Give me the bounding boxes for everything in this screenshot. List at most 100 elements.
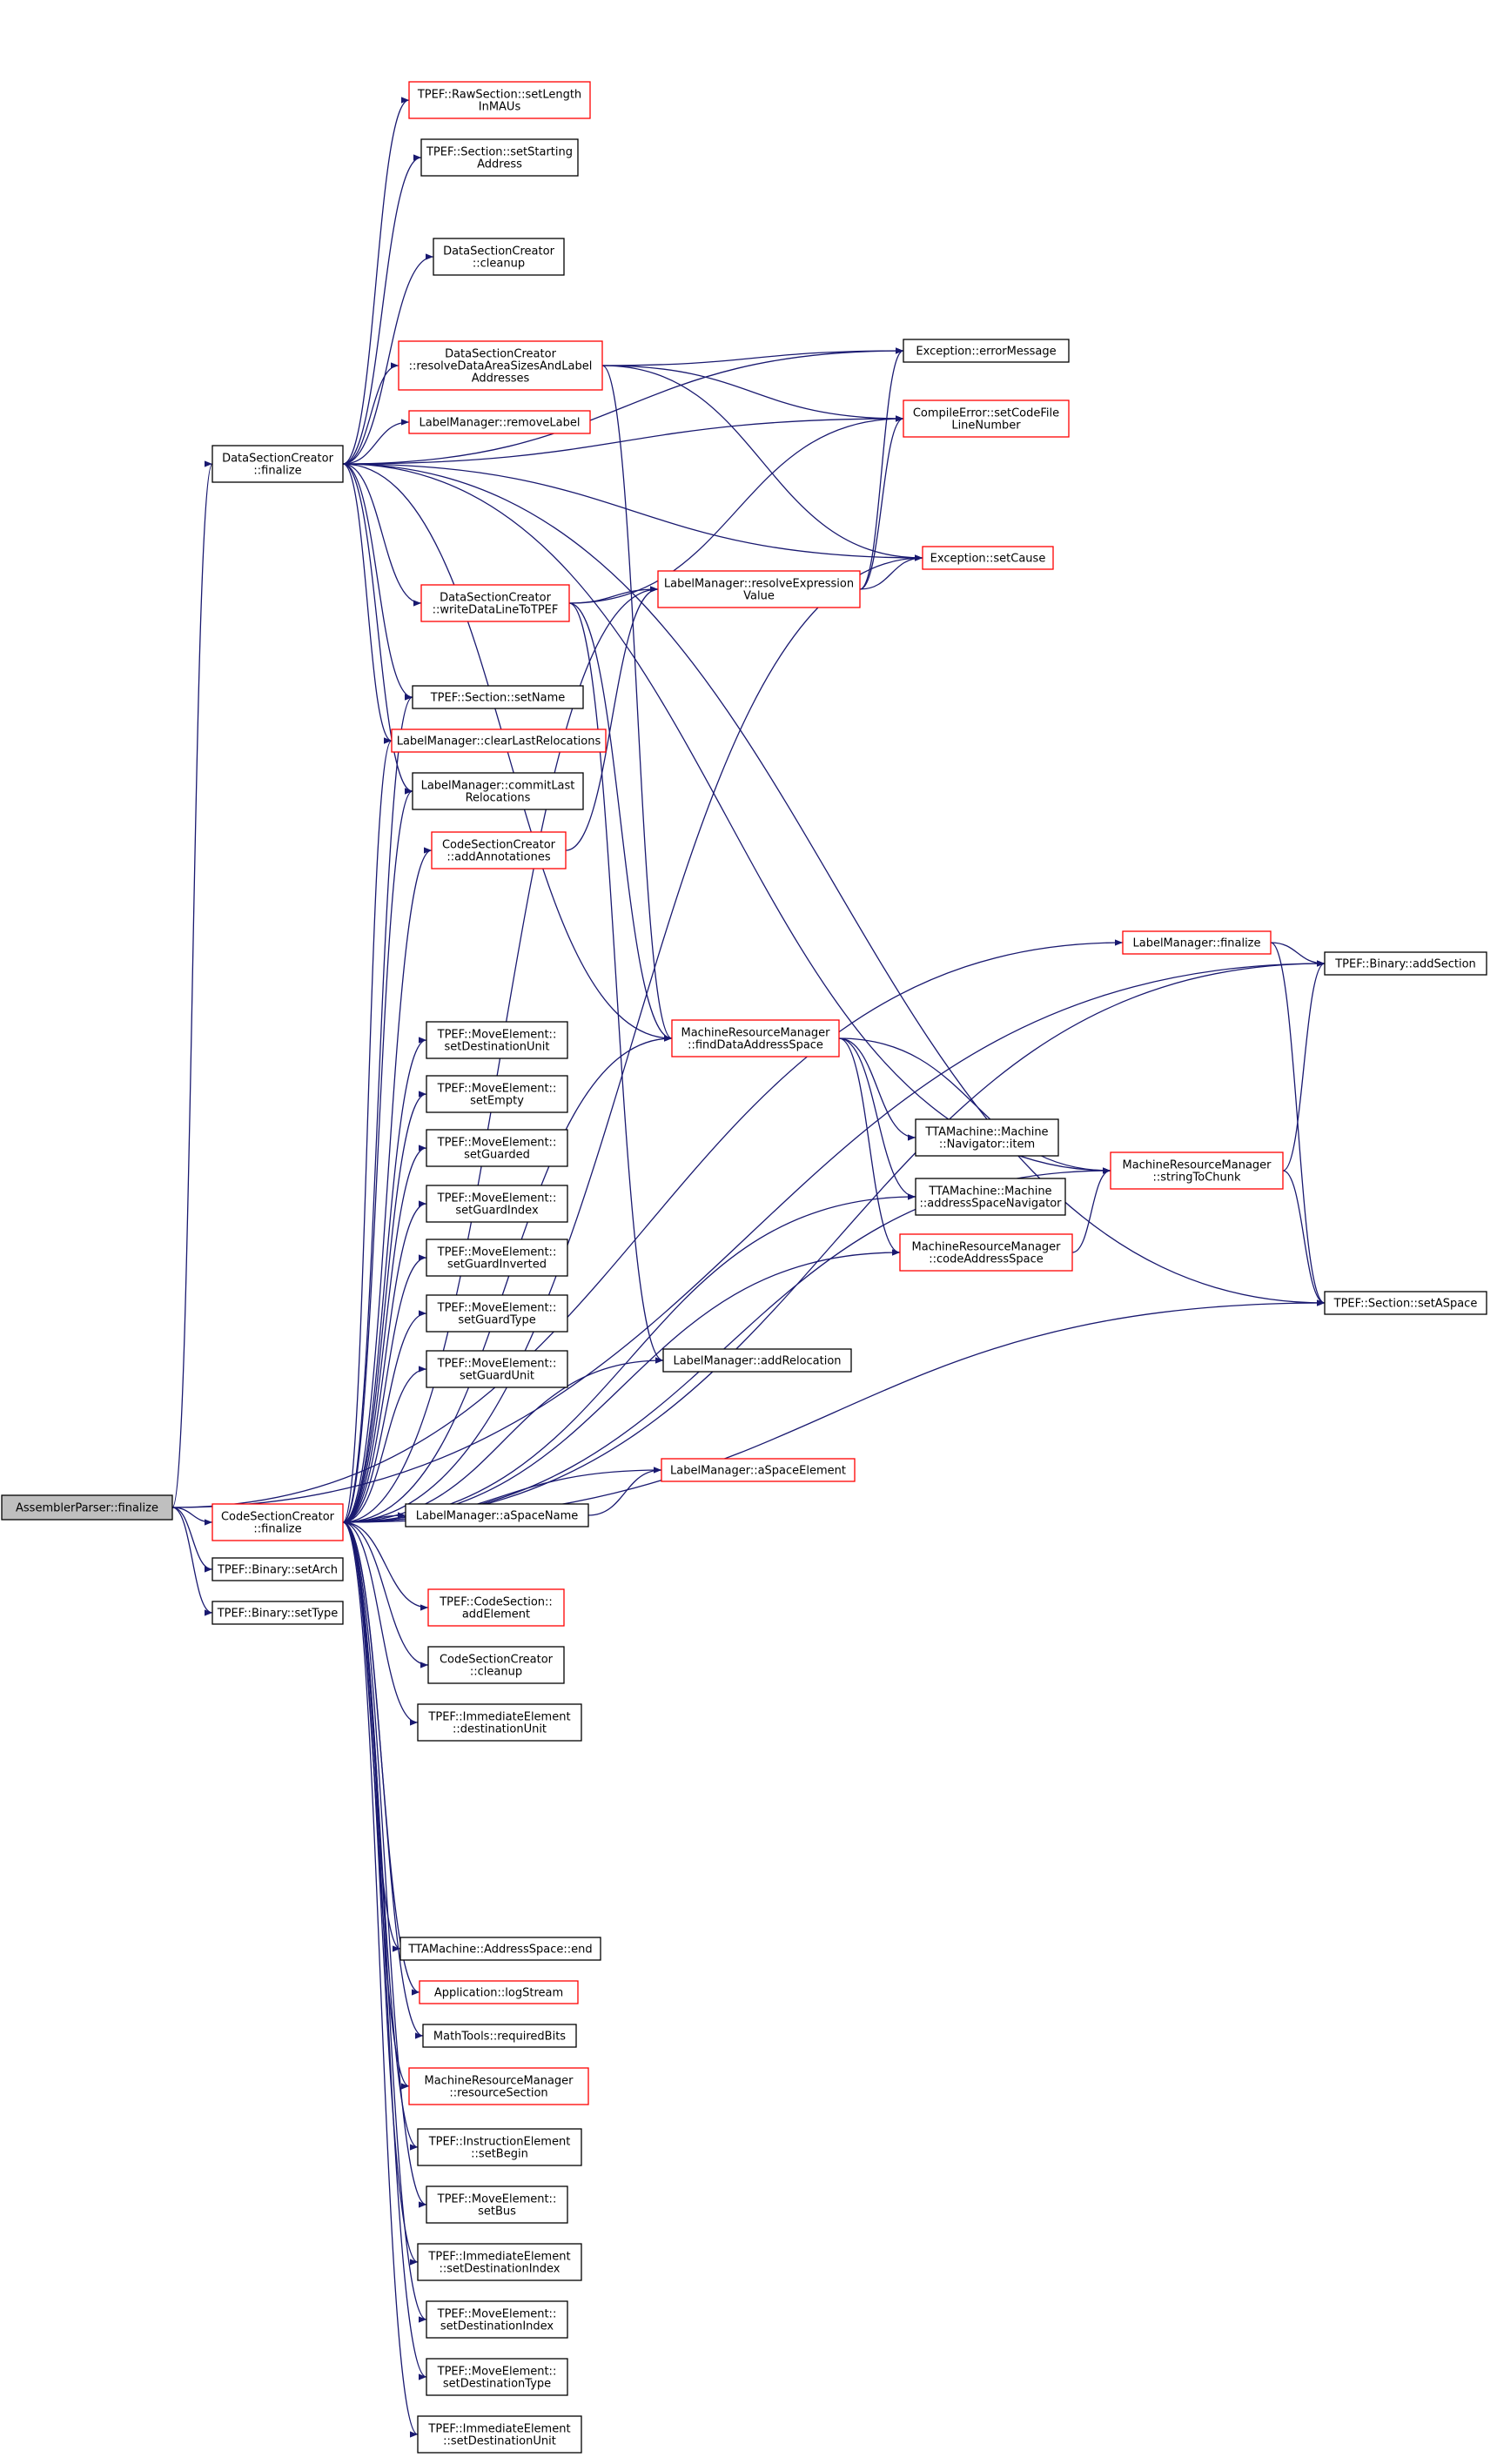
node-label: CompileError::setCodeFile bbox=[913, 407, 1059, 420]
edge-strChunk-to-setASpace bbox=[1282, 1170, 1326, 1306]
edge-resolveExpr-to-errMsg bbox=[859, 347, 904, 590]
edge-csc_fin-to-clearReloc bbox=[342, 737, 393, 1523]
node-me_gUnit[interactable]: TPEF::MoveElement::setGuardUnit bbox=[426, 1350, 568, 1388]
node-label: LabelManager::aSpaceName bbox=[416, 1510, 579, 1523]
node-lm_fin[interactable]: LabelManager::finalize bbox=[1122, 930, 1272, 955]
node-strChunk[interactable]: MachineResourceManager::stringToChunk bbox=[1110, 1151, 1284, 1190]
node-dsc_clean[interactable]: DataSectionCreator::cleanup bbox=[433, 238, 565, 276]
node-aSpaceEl[interactable]: LabelManager::aSpaceElement bbox=[661, 1458, 856, 1482]
node-me_destIdx[interactable]: TPEF::MoveElement::setDestinationIndex bbox=[426, 2300, 568, 2339]
node-me_destUnit[interactable]: TPEF::MoveElement::setDestinationUnit bbox=[426, 1021, 568, 1059]
node-logStream[interactable]: Application::logStream bbox=[419, 1980, 579, 2004]
node-setArch[interactable]: TPEF::Binary::setArch bbox=[211, 1557, 344, 1581]
node-label: LabelManager::removeLabel bbox=[419, 417, 580, 430]
edge-csc_fin-to-csc_clean bbox=[342, 1521, 429, 1668]
node-label: DataSectionCreator bbox=[222, 453, 333, 466]
node-setCause[interactable]: Exception::setCause bbox=[922, 546, 1054, 570]
edge-dsc_fin-to-commitReloc bbox=[342, 463, 413, 795]
node-aSpaceName[interactable]: LabelManager::aSpaceName bbox=[405, 1503, 589, 1527]
edge-csc_fin-to-ie_setDestUnit bbox=[342, 1521, 419, 2438]
node-setASpace[interactable]: TPEF::Section::setASpace bbox=[1324, 1291, 1487, 1315]
node-box bbox=[420, 584, 570, 622]
node-asNav[interactable]: TTAMachine::Machine::addressSpaceNavigat… bbox=[915, 1178, 1066, 1216]
node-resolveData[interactable]: DataSectionCreator::resolveDataAreaSizes… bbox=[398, 340, 603, 391]
node-label: setGuardType bbox=[458, 1314, 535, 1327]
edge-csc_fin-to-me_gIdx bbox=[342, 1200, 427, 1523]
node-me_guarded[interactable]: TPEF::MoveElement::setGuarded bbox=[426, 1129, 568, 1167]
node-box bbox=[915, 1178, 1066, 1216]
node-codeAS[interactable]: MachineResourceManager::codeAddressSpace bbox=[899, 1233, 1073, 1272]
node-me_setBus[interactable]: TPEF::MoveElement::setBus bbox=[426, 2185, 568, 2224]
node-box bbox=[417, 1703, 582, 1742]
node-me_gInv[interactable]: TPEF::MoveElement::setGuardInverted bbox=[426, 1239, 568, 1277]
node-label: MachineResourceManager bbox=[424, 2075, 574, 2088]
edge-csc_fin-to-me_guarded bbox=[342, 1145, 427, 1523]
node-writeData[interactable]: DataSectionCreator::writeDataLineToTPEF bbox=[420, 584, 570, 622]
node-label: TPEF::Binary::setType bbox=[217, 1608, 339, 1621]
node-label: Exception::setCause bbox=[930, 553, 1046, 566]
node-label: TPEF::MoveElement:: bbox=[437, 2366, 557, 2379]
edge-dsc_fin-to-clearReloc bbox=[342, 463, 393, 744]
node-label: Application::logStream bbox=[434, 1987, 563, 2000]
node-addSection[interactable]: TPEF::Binary::addSection bbox=[1324, 951, 1487, 976]
node-cs_addEl[interactable]: TPEF::CodeSection::addElement bbox=[427, 1588, 565, 1627]
node-ie_destUnit[interactable]: TPEF::ImmediateElement::destinationUnit bbox=[417, 1703, 582, 1742]
node-label: ::resolveDataAreaSizesAndLabel bbox=[409, 360, 593, 373]
node-me_gType[interactable]: TPEF::MoveElement::setGuardType bbox=[426, 1294, 568, 1333]
node-asEnd[interactable]: TTAMachine::AddressSpace::end bbox=[399, 1937, 601, 1961]
node-me_destType[interactable]: TPEF::MoveElement::setDestinationType bbox=[426, 2358, 568, 2396]
node-box bbox=[417, 2415, 582, 2454]
node-reqBits[interactable]: MathTools::requiredBits bbox=[422, 2024, 577, 2048]
node-me_empty[interactable]: TPEF::MoveElement::setEmpty bbox=[426, 1075, 568, 1113]
edge-csc_fin-to-me_destType bbox=[342, 1521, 427, 2380]
node-box bbox=[671, 1019, 840, 1057]
node-setType[interactable]: TPEF::Binary::setType bbox=[211, 1601, 344, 1625]
node-ie_setDestUnit[interactable]: TPEF::ImmediateElement::setDestinationUn… bbox=[417, 2415, 582, 2454]
node-resSection[interactable]: MachineResourceManager::resourceSection bbox=[408, 2067, 589, 2105]
node-csc_fin[interactable]: CodeSectionCreator::finalize bbox=[211, 1503, 344, 1541]
node-box bbox=[408, 2067, 589, 2105]
node-setName[interactable]: TPEF::Section::setName bbox=[412, 685, 584, 709]
edge-csc_fin-to-me_destIdx bbox=[342, 1521, 427, 2323]
node-box bbox=[417, 2243, 582, 2281]
node-label: ::setDestinationUnit bbox=[443, 2435, 556, 2448]
node-addReloc[interactable]: LabelManager::addRelocation bbox=[662, 1348, 852, 1373]
node-dsc_fin[interactable]: DataSectionCreator::finalize bbox=[211, 445, 344, 483]
node-navItem[interactable]: TTAMachine::Machine::Navigator::item bbox=[915, 1118, 1059, 1157]
node-root[interactable]: AssemblerParser::finalize bbox=[1, 1494, 173, 1521]
node-label: CodeSectionCreator bbox=[221, 1511, 335, 1524]
node-ie_destIdx[interactable]: TPEF::ImmediateElement::setDestinationIn… bbox=[417, 2243, 582, 2281]
node-ie_setBegin[interactable]: TPEF::InstructionElement::setBegin bbox=[417, 2128, 582, 2166]
node-label: ::findDataAddressSpace bbox=[688, 1039, 823, 1052]
node-box bbox=[433, 238, 565, 276]
node-label: TTAMachine::Machine bbox=[924, 1126, 1048, 1139]
node-box bbox=[408, 81, 591, 119]
node-addAnnot[interactable]: CodeSectionCreator::addAnnotationes bbox=[431, 831, 567, 869]
edge-csc_fin-to-me_setBus bbox=[342, 1521, 427, 2208]
node-label: ::codeAddressSpace bbox=[929, 1253, 1044, 1266]
edge-csc_fin-to-ie_destUnit bbox=[342, 1521, 419, 1726]
edge-dsc_fin-to-setCodeFile bbox=[342, 415, 904, 465]
node-box bbox=[426, 2358, 568, 2396]
edge-dsc_fin-to-strChunk bbox=[342, 463, 1111, 1174]
node-me_gIdx[interactable]: TPEF::MoveElement::setGuardIndex bbox=[426, 1185, 568, 1223]
node-label: TPEF::Section::setASpace bbox=[1333, 1298, 1478, 1311]
edge-root-to-dsc_fin bbox=[171, 460, 213, 1508]
node-clearReloc[interactable]: LabelManager::clearLastRelocations bbox=[391, 728, 607, 753]
node-label: LabelManager::clearLastRelocations bbox=[397, 735, 601, 749]
edge-dsc_fin-to-resolveData bbox=[342, 362, 399, 465]
node-box bbox=[662, 1348, 852, 1373]
node-errMsg[interactable]: Exception::errorMessage bbox=[903, 339, 1070, 363]
node-csc_clean[interactable]: CodeSectionCreator::cleanup bbox=[427, 1646, 565, 1684]
node-removeLabel[interactable]: LabelManager::removeLabel bbox=[408, 410, 591, 434]
node-findData[interactable]: MachineResourceManager::findDataAddressS… bbox=[671, 1019, 840, 1057]
node-label: TPEF::ImmediateElement bbox=[427, 2423, 570, 2436]
node-label: MachineResourceManager bbox=[911, 1241, 1061, 1254]
node-box bbox=[391, 728, 607, 753]
node-box bbox=[427, 1588, 565, 1627]
